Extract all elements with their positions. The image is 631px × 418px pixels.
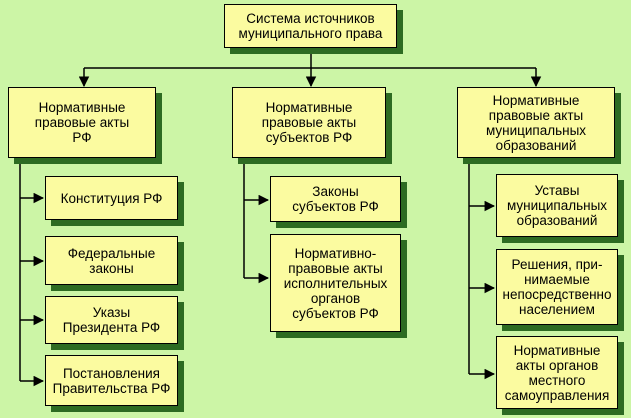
item-1-4: Постановления Правительства РФ	[45, 355, 178, 406]
item-3-2: Решения, при- нимаемые непосредственно н…	[496, 249, 618, 325]
column-1-header: Нормативные правовые акты РФ	[8, 87, 156, 158]
item-1-2: Федеральные законы	[45, 236, 178, 285]
item-1-3: Указы Президента РФ	[45, 296, 178, 344]
item-1-1: Конституция РФ	[45, 176, 178, 220]
item-2-2: Нормативно- правовые акты исполнительных…	[270, 234, 401, 332]
root-box: Система источников муниципального права	[224, 4, 397, 48]
column-2-header: Нормативные правовые акты субъектов РФ	[232, 87, 386, 158]
item-3-3: Нормативные акты органов местного самоуп…	[496, 336, 618, 409]
item-3-1: Уставы муниципальных образований	[496, 174, 618, 237]
item-2-1: Законы субъектов РФ	[270, 176, 401, 222]
column-3-header: Нормативные правовые акты муниципальных …	[457, 87, 615, 158]
